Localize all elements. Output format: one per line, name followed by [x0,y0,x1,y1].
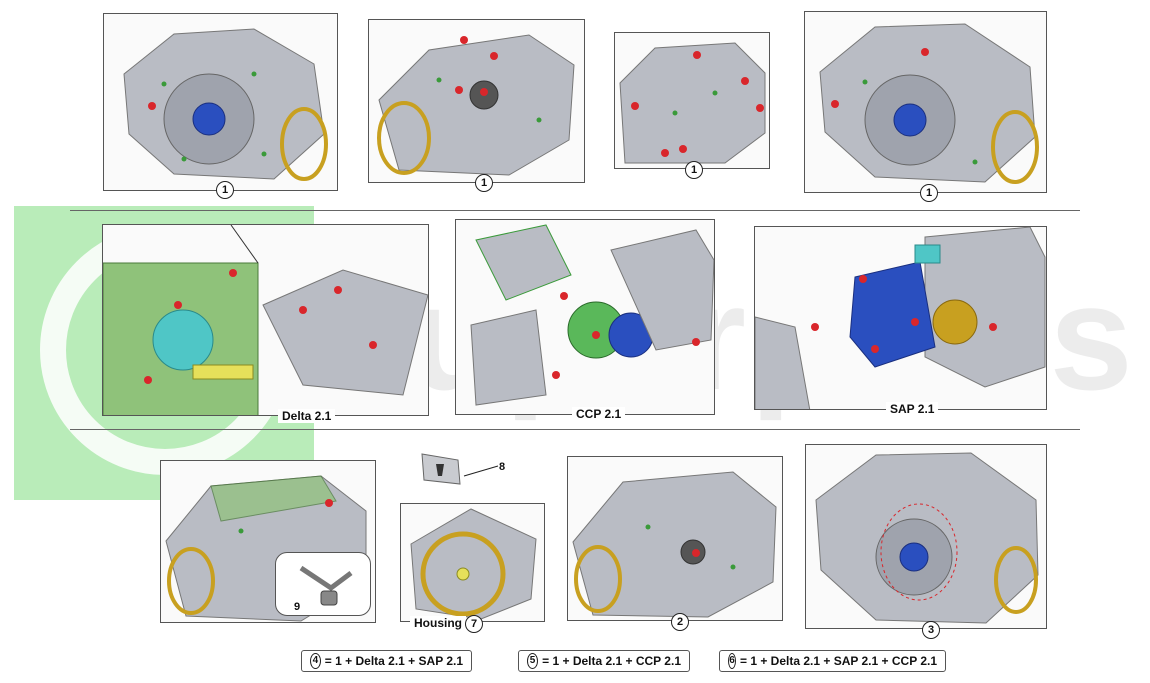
formula-text: = 1 + Delta 2.1 + SAP 2.1 [324,654,463,668]
ferrari-badge-icon [421,453,461,485]
delta-2-1-caption: Delta 2.1 [278,409,336,423]
badge-leader-line [463,465,499,477]
gearbox-panel-4[interactable] [804,11,1047,193]
sap-2-1-caption: SAP 2.1 [886,402,939,416]
connector-label: 9 [294,601,301,613]
gearbox-panel-3-variant[interactable] [805,444,1047,629]
formula-number: 6 [728,653,736,669]
formula-5: 5 = 1 + Delta 2.1 + CCP 2.1 [518,650,690,672]
callout-1: 1 [685,161,703,179]
row-separator-1 [70,210,1080,211]
housing-label: Housing [410,616,466,630]
gearbox-panel-2-variant[interactable] [567,456,783,621]
ccp-2-1-panel[interactable] [455,219,715,415]
formula-text: = 1 + Delta 2.1 + SAP 2.1 + CCP 2.1 [739,654,937,668]
callout-3: 3 [922,621,940,639]
delta-2-1-panel[interactable] [102,224,429,416]
formula-6: 6 = 1 + Delta 2.1 + SAP 2.1 + CCP 2.1 [719,650,946,672]
gearbox-panel-1[interactable] [103,13,338,191]
row-separator-2 [70,429,1080,430]
gearbox-illustration [123,28,328,181]
ccp-illustration [470,224,714,406]
gearbox-illustration [572,471,777,618]
callout-7: 7 [465,615,483,633]
housing-panel[interactable] [400,503,545,622]
formula-4: 4 = 1 + Delta 2.1 + SAP 2.1 [301,650,472,672]
delta-illustration [103,225,428,415]
gearbox-illustration [619,42,766,164]
connector-illustration [299,565,353,606]
gearbox-illustration [815,452,1039,624]
sap-2-1-panel[interactable] [754,226,1047,410]
callout-1: 1 [920,184,938,202]
housing-illustration [410,508,537,620]
gearbox-illustration [819,23,1039,184]
callout-2: 2 [671,613,689,631]
gearbox-illustration [377,34,575,176]
callout-1: 1 [475,174,493,192]
gearbox-panel-3[interactable] [614,32,770,169]
formula-number: 4 [310,653,321,669]
formula-text: = 1 + Delta 2.1 + CCP 2.1 [542,654,681,668]
gearbox-panel-2[interactable] [368,19,585,183]
badge-label: 8 [499,461,506,473]
connector-inset[interactable]: 9 [275,552,371,616]
ccp-2-1-caption: CCP 2.1 [572,407,626,421]
callout-1: 1 [216,181,234,199]
sap-illustration [755,227,1046,409]
formula-number: 5 [527,653,539,669]
